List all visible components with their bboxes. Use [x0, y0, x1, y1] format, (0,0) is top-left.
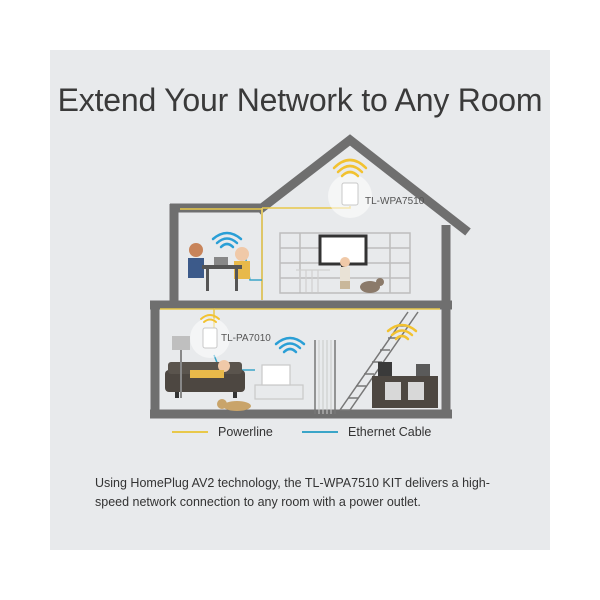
- wpa7510-device: [328, 174, 372, 218]
- upper-device-label: TL-WPA7510: [365, 196, 425, 207]
- people-at-desk: [188, 243, 250, 291]
- dog: [217, 399, 251, 411]
- sofa: [165, 362, 245, 398]
- wifi-icon-kitchen: [386, 323, 418, 341]
- legend-powerline: Powerline: [172, 425, 273, 439]
- floor-lamp: [172, 336, 190, 398]
- legend-ethernet-label: Ethernet Cable: [348, 425, 432, 439]
- legend-ethernet: Ethernet Cable: [302, 425, 431, 439]
- ethernet-swatch: [302, 431, 338, 433]
- page-title: Extend Your Network to Any Room: [57, 82, 543, 118]
- small-dog: [360, 278, 384, 293]
- person-on-sofa: [190, 360, 230, 378]
- staircase: [314, 311, 419, 414]
- house-outline: [150, 134, 471, 419]
- wifi-icon-lower-device: [200, 314, 220, 323]
- kitchen-counter: [372, 362, 438, 408]
- wifi-icon-upper: [332, 158, 368, 178]
- caption-text: Using HomePlug AV2 technology, the TL-WP…: [95, 476, 490, 509]
- diagram-panel: [50, 50, 550, 550]
- tv-stand: [254, 364, 304, 400]
- pa7010-device: [190, 318, 230, 358]
- lower-device-label: TL-PA7010: [221, 333, 271, 344]
- wifi-icon-lower-left: [274, 336, 306, 354]
- legend-powerline-label: Powerline: [218, 425, 273, 439]
- child-figure: [340, 257, 350, 289]
- powerline-swatch: [172, 431, 208, 433]
- wifi-icon-upper-left: [211, 231, 243, 249]
- crib: [296, 269, 330, 292]
